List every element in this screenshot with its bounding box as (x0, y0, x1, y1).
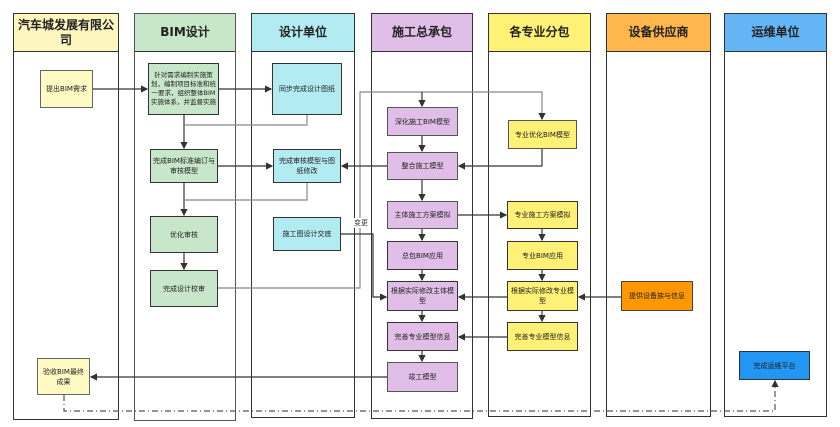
lane-design-unit: 设计单位 (251, 13, 355, 418)
lane-header: 运维单位 (725, 14, 826, 52)
node-trade-simulation[interactable]: 专业施工方案模拟 (507, 201, 578, 229)
node-modify-main-model[interactable]: 根据实际修改主体模型 (387, 281, 458, 311)
node-design-check[interactable]: 完成设计校审 (150, 270, 218, 307)
node-optimize-review[interactable]: 优化审核 (150, 216, 218, 253)
node-integrate-model[interactable]: 整合施工模型 (387, 152, 458, 180)
node-complete-model-info-gc[interactable]: 完善专业模型信息 (387, 322, 458, 351)
node-accept-bim-results[interactable]: 验收BIM最终成果 (37, 358, 90, 395)
node-design-disclosure[interactable]: 施工图设计交底 (273, 217, 341, 251)
node-trade-optimize-bim[interactable]: 专业优化BIM模型 (508, 120, 577, 149)
lane-header: BIM设计 (135, 14, 235, 52)
node-design-drawings[interactable]: 同步完成设计图纸 (272, 63, 342, 115)
node-submit-bim-request[interactable]: 提出BIM需求 (40, 70, 93, 108)
lane-header: 各专业分包 (489, 14, 590, 52)
node-provide-equipment-family[interactable]: 提供设备族与信息 (621, 281, 693, 311)
node-deepen-bim-model[interactable]: 深化施工BIM模型 (387, 107, 458, 136)
lane-header: 设备供应商 (607, 14, 710, 52)
lane-header: 施工总承包 (372, 14, 472, 52)
lane-owner: 汽车城发展有限公司 (13, 13, 119, 420)
node-main-simulation[interactable]: 主体施工方案模拟 (387, 201, 458, 229)
lane-general-contractor: 施工总承包 (371, 13, 473, 419)
lane-bim-design: BIM设计 (134, 13, 236, 421)
node-review-model[interactable]: 完成审核模型与图纸修改 (273, 149, 341, 183)
edge-label-change: 变更 (354, 218, 368, 228)
node-trade-bim-application[interactable]: 专业BIM应用 (507, 241, 578, 270)
node-bim-standard[interactable]: 完成BIM标准编订与审核模型 (150, 149, 218, 183)
lane-operations: 运维单位 (724, 13, 827, 417)
node-modify-trade-model[interactable]: 根据实际修改专业模型 (507, 281, 578, 311)
node-implementation-plan[interactable]: 针对需求编制实施策划，编制项目标准和统一要求，组织整体BIM实施体系，并监督实施 (148, 63, 219, 115)
node-as-built-model[interactable]: 竣工模型 (387, 362, 458, 392)
lane-equipment-supplier: 设备供应商 (606, 13, 711, 417)
lane-header: 设计单位 (252, 14, 354, 52)
lane-subcontractors: 各专业分包 (488, 13, 591, 417)
node-gc-bim-application[interactable]: 总包BIM应用 (387, 241, 458, 270)
node-complete-model-info-trade[interactable]: 完善专业模型信息 (507, 322, 578, 351)
lane-header: 汽车城发展有限公司 (14, 14, 118, 52)
node-operations-platform[interactable]: 完成运维平台 (739, 351, 810, 380)
